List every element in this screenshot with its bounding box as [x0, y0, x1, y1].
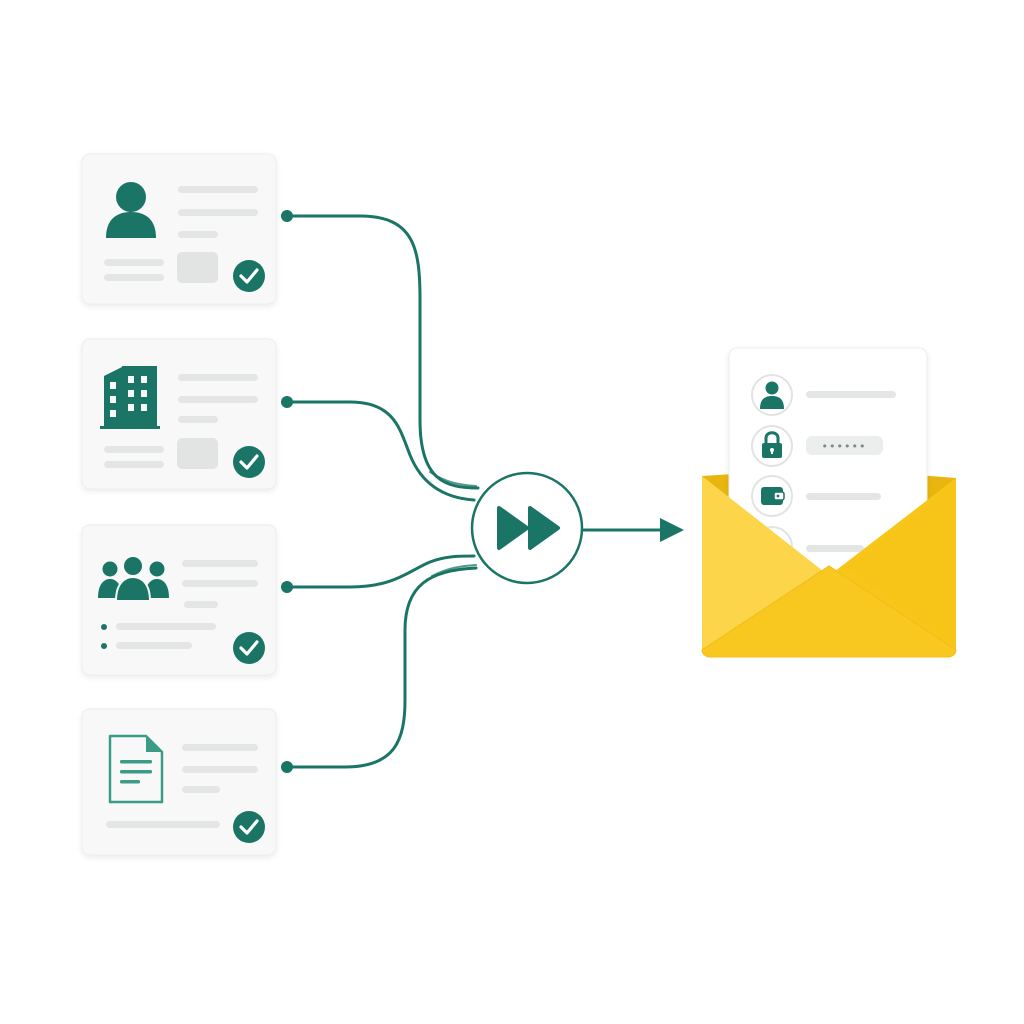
input-card-user: [81, 153, 293, 305]
input-card-document: [81, 708, 293, 856]
lock-icon: [762, 431, 782, 458]
placeholder-line: [182, 580, 258, 587]
envelope-front: [701, 565, 957, 658]
speed-lines: [350, 498, 474, 546]
placeholder-line: [104, 274, 164, 281]
placeholder-line: [182, 744, 258, 751]
placeholder-line: [178, 231, 218, 238]
input-card-team: [81, 524, 293, 676]
placeholder-line: [184, 601, 218, 608]
document-icon: [108, 734, 164, 804]
envelope-flap-left: [702, 476, 828, 657]
fast-forward-icon: [497, 506, 560, 550]
placeholder-line: [182, 560, 258, 567]
placeholder-line: [106, 821, 220, 828]
building-icon: [100, 366, 160, 429]
connector-strand: [429, 471, 477, 487]
connector-user: [285, 214, 480, 490]
connector-dot: [281, 396, 293, 408]
placeholder-line: [116, 623, 216, 630]
envelope-side-right: [845, 478, 956, 645]
placeholder-line: [178, 416, 218, 423]
result-row-user: [751, 374, 896, 416]
user-icon: [106, 182, 156, 238]
fast-forward-hub: [470, 471, 584, 585]
connector-document: [285, 566, 478, 769]
checkmark-icon: [233, 632, 265, 664]
placeholder-line: [104, 461, 164, 468]
placeholder-box: [177, 252, 218, 283]
connector-strand: [431, 564, 477, 577]
placeholder-box: [177, 438, 218, 469]
user-icon: [760, 381, 784, 409]
bullet-dot: [101, 624, 107, 630]
placeholder-line: [182, 786, 220, 793]
placeholder-line: [806, 391, 896, 398]
team-icon: [98, 555, 169, 602]
placeholder-line: [806, 545, 864, 552]
placeholder-line: [806, 493, 881, 500]
placeholder-line: [178, 209, 258, 216]
placeholder-line: [178, 396, 258, 403]
checkmark-icon: [233, 260, 265, 292]
placeholder-line: [116, 642, 192, 649]
placeholder-line: [104, 259, 164, 266]
password-field: [806, 436, 883, 455]
placeholder-line: [178, 186, 258, 193]
bullet-dot: [101, 643, 107, 649]
placeholder-line: [178, 374, 258, 381]
connector-dot: [281, 210, 293, 222]
connector-lines: [285, 214, 480, 769]
output-envelope: ••••••: [701, 347, 957, 658]
wallet-icon: [761, 487, 785, 505]
checkmark-icon: [233, 446, 265, 478]
connector-dot: [281, 581, 293, 593]
input-card-building: [81, 338, 293, 490]
connector-building: [285, 400, 476, 502]
connector-dot: [281, 761, 293, 773]
connector-team: [285, 554, 476, 589]
placeholder-line: [104, 446, 164, 453]
result-row-wallet: [751, 475, 881, 517]
password-mask: ••••••: [822, 440, 867, 453]
checkmark-icon: [233, 811, 265, 843]
placeholder-line: [182, 766, 258, 773]
result-row-password: ••••••: [751, 425, 883, 467]
output-arrow: [582, 518, 684, 542]
